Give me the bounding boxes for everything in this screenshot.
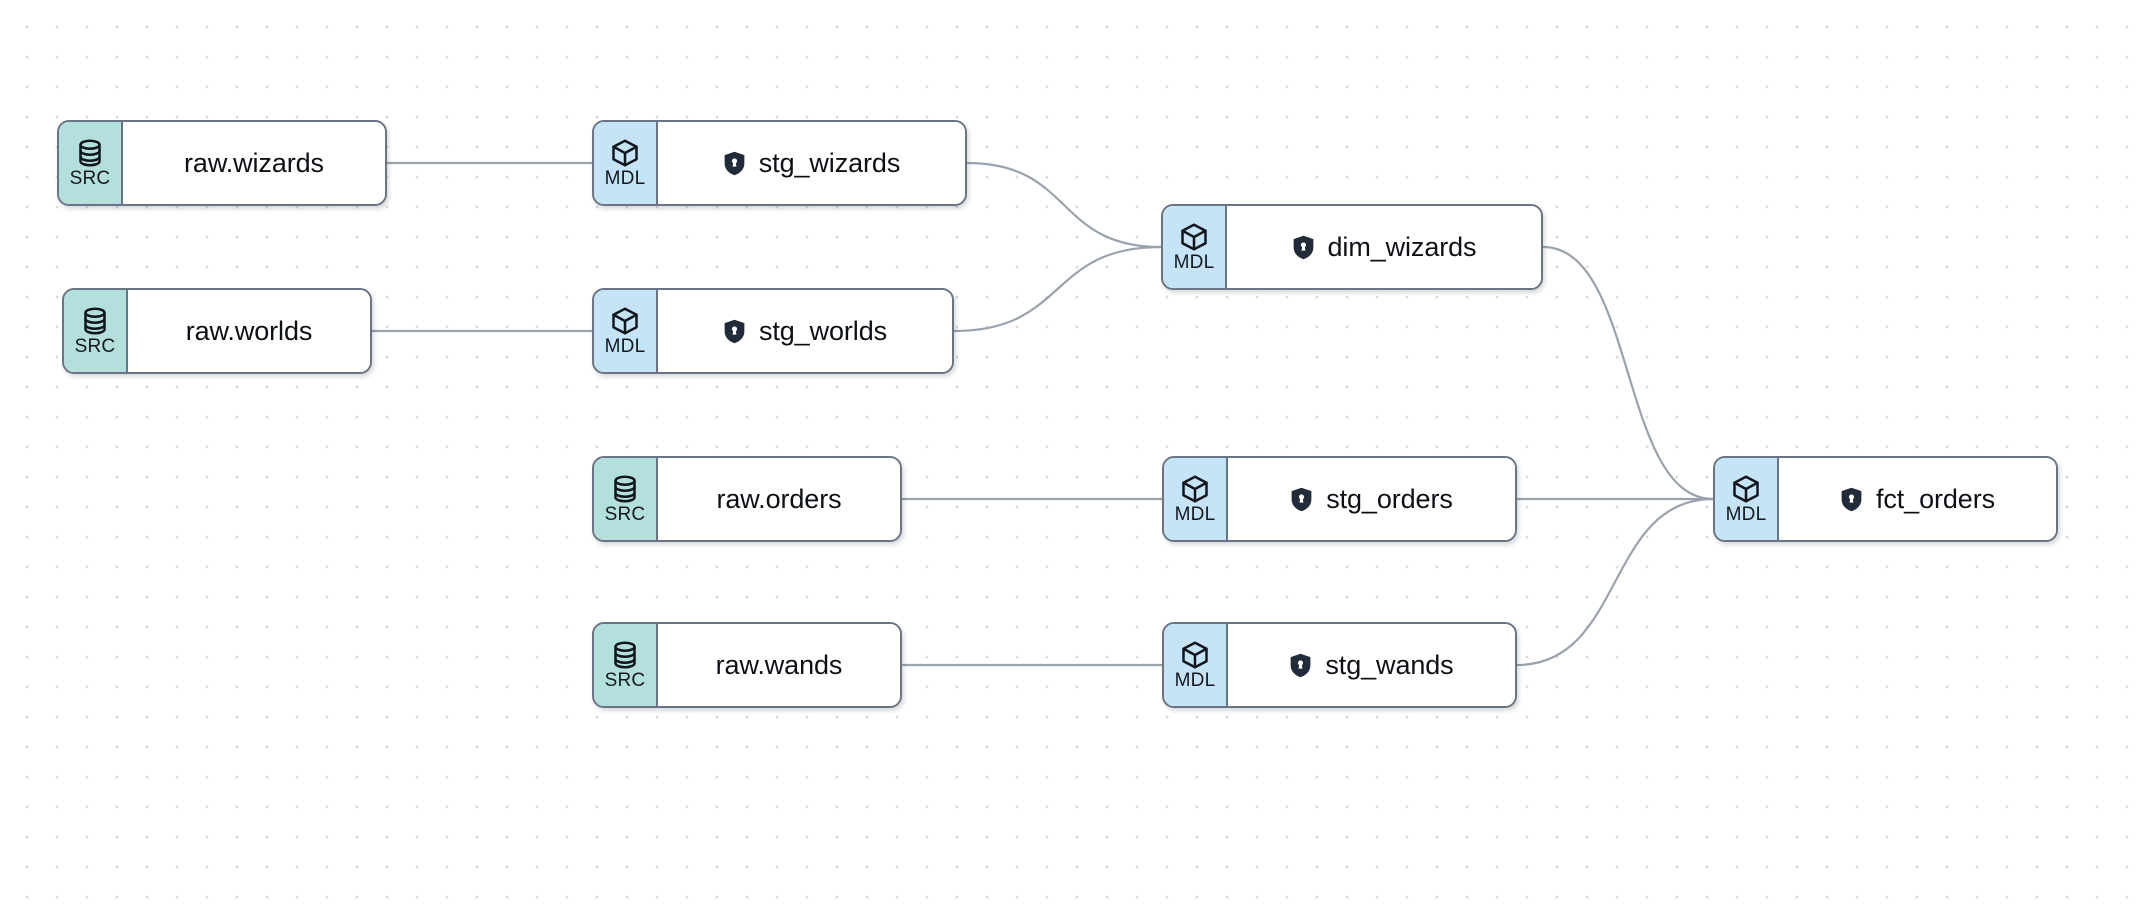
node-body[interactable]: stg_wands [1228,624,1515,706]
node-type-badge-mdl: MDL [594,122,658,204]
lineage-node-dim_wizards[interactable]: MDL dim_wizards [1161,204,1543,290]
node-body[interactable]: stg_orders [1228,458,1515,540]
node-type-badge-src: SRC [64,290,128,372]
node-type-label: SRC [604,504,646,525]
lineage-node-fct_orders[interactable]: MDL fct_orders [1713,456,2058,542]
database-icon [80,306,110,336]
lineage-node-stg_wizards[interactable]: MDL stg_wizards [592,120,967,206]
node-type-badge-mdl: MDL [1164,458,1228,540]
cube-icon [1731,474,1761,504]
lineage-edge-dim_wizards-to-fct_orders [1541,245,1715,501]
lineage-node-stg_orders[interactable]: MDL stg_orders [1162,456,1517,542]
shield-lock-icon [723,151,746,176]
node-name-label: raw.wizards [184,147,324,178]
node-type-label: MDL [604,168,646,189]
node-body[interactable]: raw.wizards [123,122,385,204]
lineage-edge-stg_worlds-to-dim_wizards [952,245,1163,333]
node-type-badge-src: SRC [59,122,123,204]
node-type-label: SRC [604,670,646,691]
database-icon [610,474,640,504]
node-type-badge-src: SRC [594,624,658,706]
node-name-label: stg_wands [1325,649,1454,680]
cube-icon [1179,222,1209,252]
database-icon [610,640,640,670]
node-name-label: stg_worlds [758,315,888,346]
node-name-label: stg_wizards [758,147,901,178]
node-body[interactable]: dim_wizards [1227,206,1541,288]
shield-lock-icon [1289,653,1312,678]
shield-lock-icon [1840,487,1863,512]
shield-lock-icon [723,319,746,344]
lineage-node-raw_orders[interactable]: SRC raw.orders [592,456,902,542]
node-type-label: MDL [604,336,646,357]
node-body[interactable]: raw.orders [658,458,900,540]
lineage-node-raw_wands[interactable]: SRC raw.wands [592,622,902,708]
node-name-label: stg_orders [1326,483,1453,514]
node-type-label: MDL [1725,504,1767,525]
node-name-label: raw.worlds [185,315,313,346]
lineage-edge-stg_wands-to-fct_orders [1515,497,1715,667]
node-type-label: SRC [69,168,111,189]
node-name-label: fct_orders [1875,483,1996,514]
node-type-label: MDL [1173,252,1215,273]
cube-icon [1180,474,1210,504]
node-name-label: raw.orders [716,483,842,514]
node-type-label: SRC [74,336,116,357]
database-icon [75,138,105,168]
node-body[interactable]: stg_wizards [658,122,965,204]
node-name-label: raw.wands [715,649,843,680]
node-type-badge-mdl: MDL [594,290,658,372]
node-body[interactable]: raw.wands [658,624,900,706]
node-body[interactable]: raw.worlds [128,290,370,372]
shield-lock-icon [1292,235,1315,260]
node-body[interactable]: fct_orders [1779,458,2056,540]
lineage-node-raw_worlds[interactable]: SRC raw.worlds [62,288,372,374]
cube-icon [1180,640,1210,670]
lineage-node-stg_worlds[interactable]: MDL stg_worlds [592,288,954,374]
lineage-node-raw_wizards[interactable]: SRC raw.wizards [57,120,387,206]
lineage-edge-stg_wizards-to-dim_wizards [965,161,1163,249]
node-type-badge-src: SRC [594,458,658,540]
node-type-label: MDL [1174,670,1216,691]
node-type-badge-mdl: MDL [1163,206,1227,288]
node-type-badge-mdl: MDL [1715,458,1779,540]
shield-lock-icon [1290,487,1313,512]
cube-icon [610,138,640,168]
node-type-badge-mdl: MDL [1164,624,1228,706]
node-name-label: dim_wizards [1327,231,1477,262]
cube-icon [610,306,640,336]
node-body[interactable]: stg_worlds [658,290,952,372]
lineage-node-stg_wands[interactable]: MDL stg_wands [1162,622,1517,708]
node-type-label: MDL [1174,504,1216,525]
